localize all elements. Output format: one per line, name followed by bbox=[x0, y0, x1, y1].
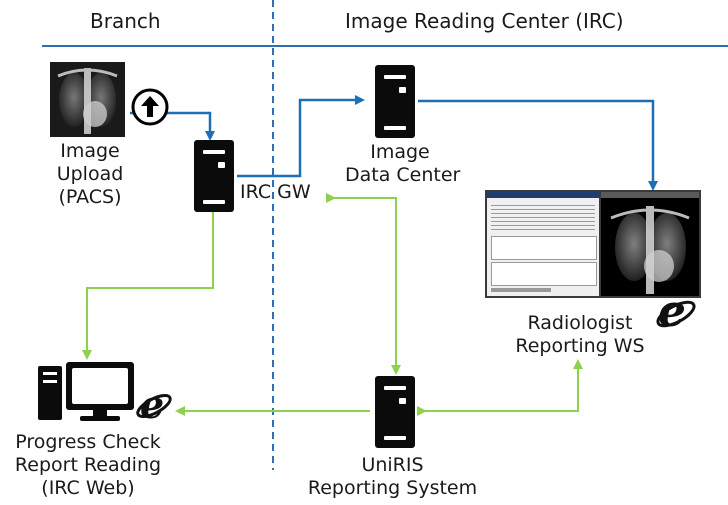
flow-gw-progress bbox=[82, 205, 218, 360]
desktop-computer-icon bbox=[38, 362, 138, 422]
progress-check-label: Progress Check Report Reading (IRC Web) bbox=[14, 431, 162, 499]
image-upload-label: Image Upload (PACS) bbox=[56, 140, 124, 208]
ie-ring-icon bbox=[654, 296, 698, 332]
irc-header: Image Reading Center (IRC) bbox=[345, 9, 624, 33]
report-form-panel bbox=[487, 192, 599, 296]
flow-gw-uniris bbox=[326, 193, 401, 375]
branch-header: Branch bbox=[90, 9, 161, 33]
uniris-label: UniRIS Reporting System bbox=[307, 454, 478, 499]
uniris-server-icon bbox=[375, 376, 415, 448]
flow-uniris-ws bbox=[417, 359, 583, 416]
flow-gw-to-datacenter bbox=[237, 95, 365, 178]
radiologist-ws-screen bbox=[485, 190, 701, 298]
irc-gw-server-icon bbox=[194, 140, 234, 212]
irc-gw-label: IRC GW bbox=[240, 181, 311, 203]
image-data-center-label: Image Data Center bbox=[345, 141, 461, 186]
upload-arrow-circle-icon bbox=[130, 87, 170, 127]
ie-ring-icon bbox=[134, 390, 174, 422]
data-center-server-icon bbox=[375, 65, 415, 138]
chest-xray-thumbnail bbox=[50, 62, 125, 137]
flow-datacenter-to-ws bbox=[418, 99, 658, 191]
radiologist-ws-label: Radiologist Reporting WS bbox=[515, 312, 645, 357]
xray-viewer-panel bbox=[601, 192, 699, 296]
